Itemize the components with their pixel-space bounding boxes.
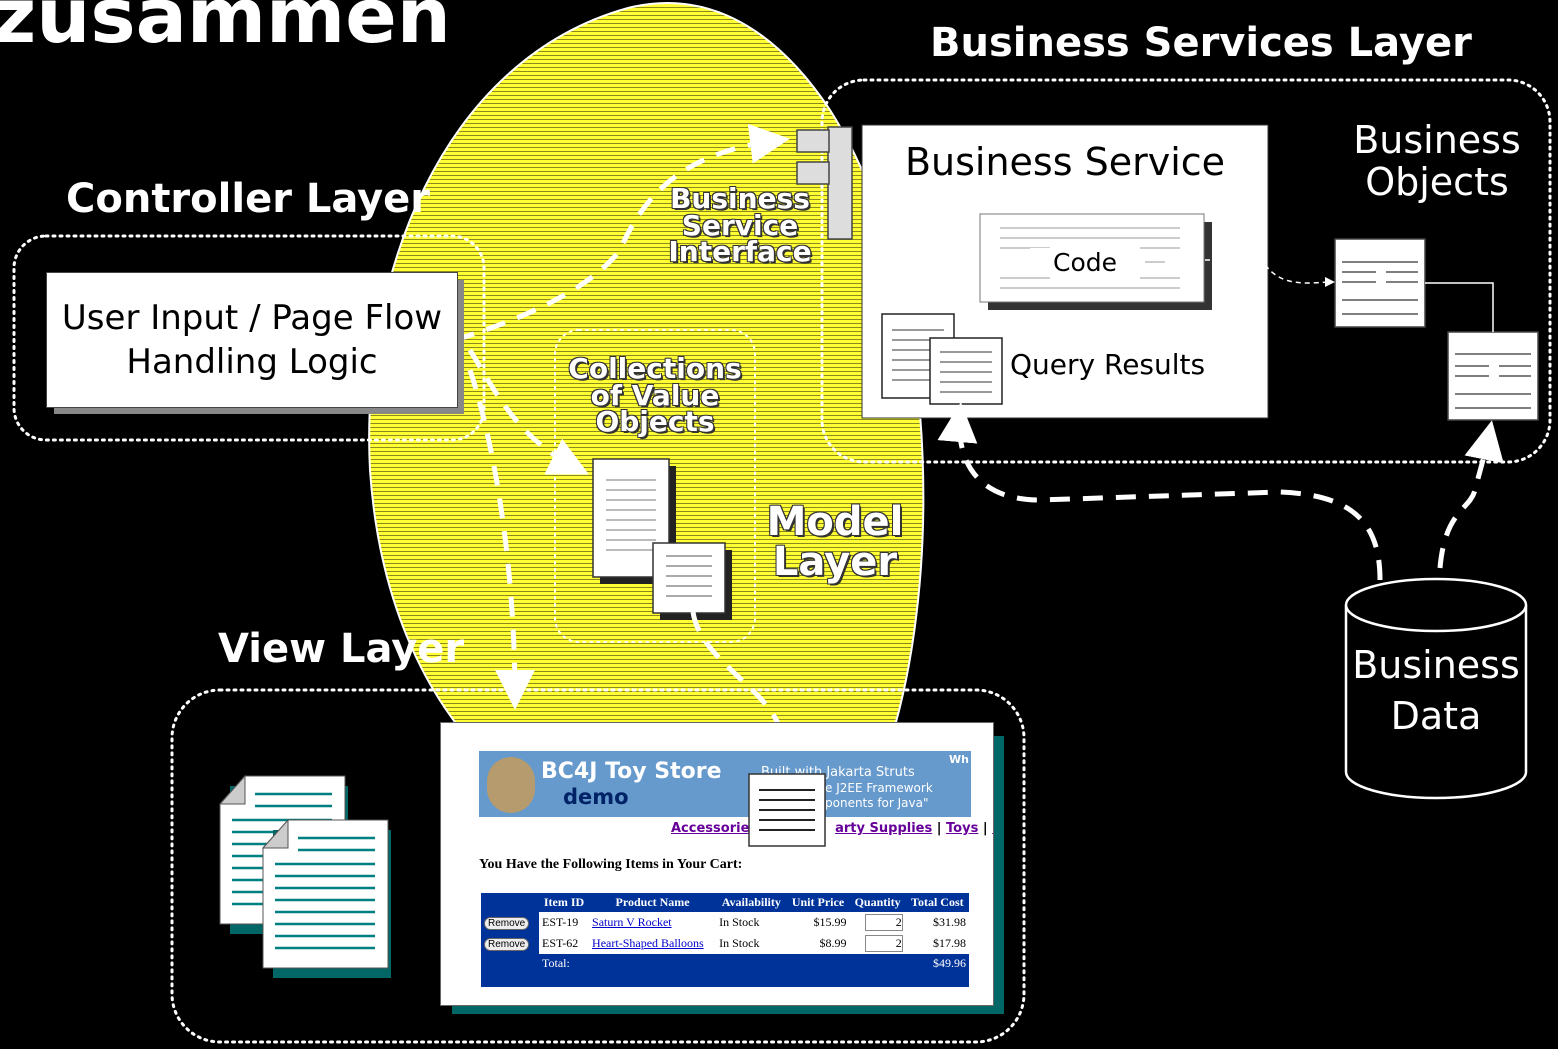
- bsi-line2: Service: [681, 208, 799, 242]
- row-product-link[interactable]: Heart-Shaped Balloons: [592, 936, 704, 950]
- table-row: Remove EST-19 Saturn V Rocket In Stock $…: [481, 912, 969, 933]
- collections-label: Collections of Value Objects: [565, 352, 745, 439]
- bsi-line3: Interface: [668, 235, 812, 269]
- business-object-2: [1447, 331, 1539, 421]
- query-results-label: Query Results: [1010, 348, 1206, 381]
- toystore-nav: Accessories arty Supplies | Toys | M: [671, 821, 993, 836]
- cart-header-row: Item ID Product Name Availability Unit P…: [481, 893, 969, 912]
- code-label: Code: [1030, 248, 1140, 277]
- toystore-header: BC4J Toy Store demo Built with Jakarta S…: [479, 751, 971, 817]
- cart-total-row: Total: $49.96: [481, 954, 969, 973]
- business-objects-line1: Business: [1353, 118, 1521, 162]
- business-services-layer-title: Business Services Layer: [930, 20, 1472, 66]
- total-value: $49.96: [933, 956, 966, 970]
- row-unit-price: $8.99: [819, 936, 847, 950]
- cart-table: Item ID Product Name Availability Unit P…: [481, 893, 969, 973]
- collections-line1: Collections: [568, 352, 742, 385]
- row-total-cost: $31.98: [933, 915, 966, 929]
- col-quantity: Quantity: [854, 895, 901, 909]
- col-unit-price: Unit Price: [791, 895, 845, 909]
- bsi-line1: Business: [670, 182, 810, 215]
- business-services-region: [820, 78, 1552, 464]
- controller-layer-title: Controller Layer: [66, 176, 431, 222]
- controller-box-line2: Handling Logic: [126, 342, 378, 382]
- nav-toys[interactable]: Toys: [946, 821, 979, 836]
- remove-button[interactable]: Remove: [484, 938, 530, 951]
- quantity-input[interactable]: 2: [864, 935, 903, 952]
- model-layer-label: Model Layer: [755, 502, 915, 582]
- row-unit-price: $15.99: [813, 915, 847, 929]
- components-text: ponents for Java": [825, 796, 929, 810]
- interface-bar: [827, 126, 853, 240]
- row-product-link[interactable]: Saturn V Rocket: [592, 915, 672, 929]
- database-cylinder: [1344, 577, 1528, 800]
- controller-box-line1: User Input / Page Flow: [61, 297, 443, 338]
- business-service-interface-label: Business Service Interface: [660, 182, 820, 269]
- row-total-cost: $17.98: [933, 936, 966, 950]
- collections-line2: of Value: [590, 378, 720, 412]
- view-pages-icon: [218, 774, 393, 980]
- col-item-id: Item ID: [543, 895, 585, 909]
- row-availability: In Stock: [719, 915, 760, 929]
- cart-table-bg: Item ID Product Name Availability Unit P…: [481, 893, 969, 987]
- controller-layer-region: [12, 234, 486, 442]
- view-layer-title: View Layer: [218, 626, 465, 672]
- model-line1: Model: [766, 499, 904, 545]
- row-item-id: EST-62: [542, 936, 579, 950]
- query-results-docs: [881, 313, 1003, 405]
- nav-accessories[interactable]: Accessories: [671, 821, 758, 836]
- toystore-title: BC4J Toy Store: [541, 759, 722, 784]
- teddy-bear-icon: [487, 757, 535, 813]
- business-service-title: Business Service: [904, 140, 1226, 184]
- model-line2: Layer: [772, 539, 898, 585]
- cart-heading: You Have the Following Items in Your Car…: [479, 857, 743, 872]
- controller-box: User Input / Page Flow Handling Logic: [46, 272, 458, 408]
- slide-title: zusammen: [0, 0, 451, 60]
- col-product-name: Product Name: [615, 895, 690, 909]
- toystore-page: BC4J Toy Store demo Built with Jakarta S…: [440, 722, 994, 1006]
- total-label: Total:: [542, 956, 570, 970]
- quantity-input[interactable]: 2: [864, 914, 903, 931]
- col-total-cost: Total Cost: [911, 895, 964, 909]
- business-data-line2: Data: [1390, 694, 1482, 739]
- business-data-line1: Business: [1352, 643, 1520, 687]
- business-data-label: Business Data: [1346, 640, 1526, 743]
- collections-region: [554, 329, 756, 643]
- framework-text: e J2EE Framework: [825, 781, 933, 795]
- transfer-doc-icon: [748, 773, 826, 847]
- row-item-id: EST-19: [542, 915, 579, 929]
- remove-button[interactable]: Remove: [484, 917, 530, 930]
- business-objects-label: Business Objects: [1330, 118, 1544, 204]
- collections-line3: Objects: [595, 405, 715, 439]
- value-object-docs: [592, 458, 732, 620]
- business-objects-line2: Objects: [1365, 159, 1509, 204]
- nav-more[interactable]: M: [992, 821, 993, 836]
- nav-party-supplies[interactable]: arty Supplies: [835, 821, 933, 836]
- row-availability: In Stock: [719, 936, 760, 950]
- corner-text: Wh: [949, 753, 969, 766]
- table-row: Remove EST-62 Heart-Shaped Balloons In S…: [481, 933, 969, 954]
- toystore-subtitle: demo: [563, 785, 629, 809]
- view-layer-region: [170, 688, 1026, 1044]
- col-availability: Availability: [721, 895, 781, 909]
- business-object-1: [1334, 238, 1426, 328]
